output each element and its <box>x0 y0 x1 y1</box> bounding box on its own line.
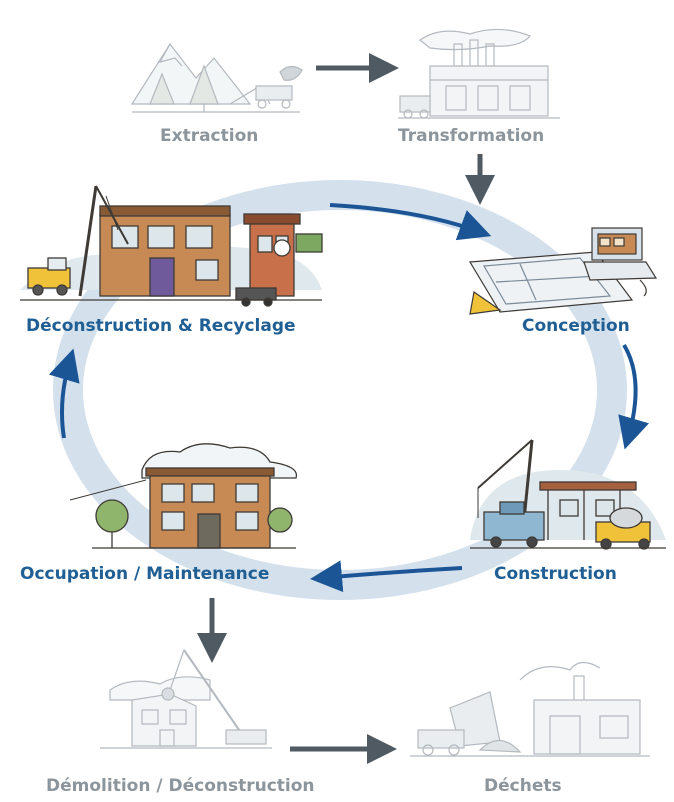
arrow-to-occupation <box>310 560 463 593</box>
deconstruction-site-icon <box>20 185 323 307</box>
label-conception: Conception <box>522 316 630 336</box>
label-construction: Construction <box>494 564 617 584</box>
label-occupation: Occupation / Maintenance <box>20 564 270 584</box>
label-demolition: Démolition / Déconstruction <box>46 776 315 796</box>
arrow-to-construction <box>618 343 649 450</box>
label-transformation: Transformation <box>398 126 545 146</box>
label-extraction: Extraction <box>160 126 259 146</box>
label-dechets: Déchets <box>484 776 562 796</box>
arrow-to-deconstruction <box>48 348 80 439</box>
blueprint-computer-icon <box>468 227 658 315</box>
crane-construction-icon <box>470 439 666 550</box>
waste-dump-icon <box>410 661 650 757</box>
mountain-mine-icon <box>130 42 303 113</box>
label-deconstruction-recyclage: Déconstruction & Recyclage <box>26 316 296 336</box>
demolition-crane-icon <box>100 649 272 749</box>
factory-icon <box>398 28 560 119</box>
arrow-to-conception <box>329 203 492 241</box>
occupied-building-icon <box>69 443 298 549</box>
